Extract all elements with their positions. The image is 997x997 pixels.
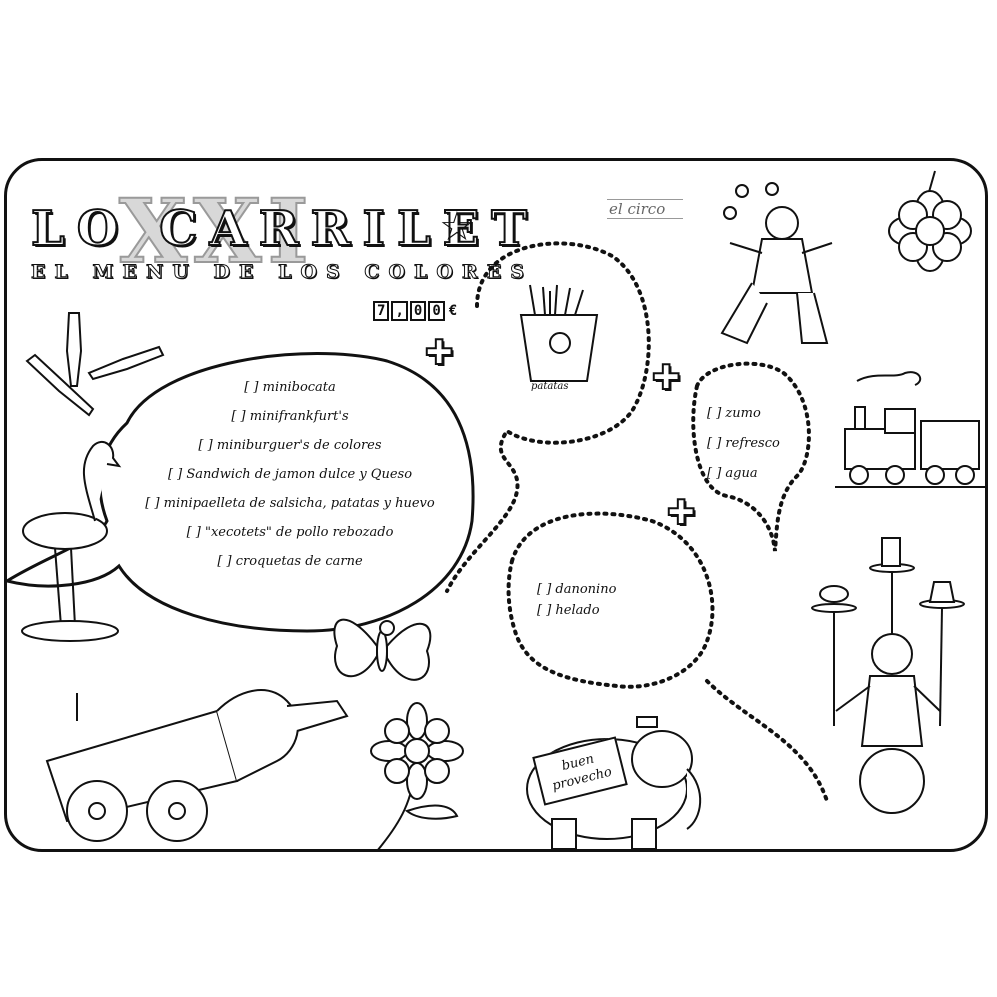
price-digit: 0 bbox=[409, 301, 427, 321]
watermark-xxi: XXI bbox=[118, 178, 315, 284]
menu-item[interactable]: [ ] croquetas de carne bbox=[217, 554, 363, 569]
menu-item[interactable]: [ ] miniburguer's de colores bbox=[198, 438, 382, 453]
drinks-list: [ ] zumo [ ] refresco [ ] agua bbox=[707, 399, 780, 489]
dotted-bubbles bbox=[445, 241, 829, 803]
menu-item[interactable]: [ ] "xecotets" de pollo rebozado bbox=[186, 525, 394, 540]
desserts-list: [ ] danonino [ ] helado bbox=[537, 579, 616, 621]
fries-bubble bbox=[445, 241, 651, 593]
page-title: LO CARRILET bbox=[30, 200, 540, 258]
clown-juggler-icon bbox=[720, 182, 833, 345]
main-menu-list: [ ] minibocata [ ] minifrankfurt's [ ] m… bbox=[105, 373, 475, 576]
fries-icon bbox=[519, 284, 599, 382]
menu-item[interactable]: [ ] Sandwich de jamon dulce y Queso bbox=[167, 467, 413, 482]
drink-item[interactable]: [ ] refresco bbox=[707, 436, 780, 451]
plus-icon: ✚ bbox=[666, 493, 696, 533]
drinks-bubble bbox=[691, 361, 811, 552]
flower-icon bbox=[888, 170, 972, 272]
price-tag: 7 , 0 0 € bbox=[373, 301, 460, 321]
placemat-board: XXI LO CARRILET ☆ EL MENU DE LOS COLORES… bbox=[4, 158, 988, 852]
page-subtitle: EL MENU DE LOS COLORES bbox=[31, 261, 533, 284]
price-digit: 0 bbox=[428, 301, 445, 321]
menu-item[interactable]: [ ] minibocata bbox=[244, 380, 336, 395]
juggling-pins-icon bbox=[25, 312, 165, 417]
dessert-item[interactable]: [ ] danonino bbox=[537, 582, 617, 597]
plus-icon: ✚ bbox=[651, 358, 681, 398]
cannon-icon bbox=[45, 689, 349, 842]
flamingo-icon bbox=[21, 440, 122, 642]
menu-item[interactable]: [ ] minifrankfurt's bbox=[231, 409, 349, 424]
currency-symbol: € bbox=[446, 303, 460, 319]
side-label: patatas bbox=[531, 381, 569, 392]
price-digit: 7 bbox=[373, 301, 390, 321]
clown-plates-icon bbox=[811, 537, 965, 814]
menu-item[interactable]: [ ] minipaelleta de salsicha, patatas y … bbox=[145, 496, 435, 511]
train-icon bbox=[835, 371, 985, 488]
star-icon: ☆ bbox=[439, 204, 475, 250]
drink-item[interactable]: [ ] agua bbox=[707, 466, 758, 481]
theme-label: el circo bbox=[607, 199, 684, 219]
butterfly-icon bbox=[333, 618, 432, 681]
flower-icon bbox=[370, 702, 464, 849]
dessert-item[interactable]: [ ] helado bbox=[537, 603, 600, 618]
plus-icon: ✚ bbox=[424, 333, 454, 373]
price-digit: , bbox=[391, 301, 408, 321]
desserts-bubble bbox=[506, 511, 715, 689]
drink-item[interactable]: [ ] zumo bbox=[707, 406, 761, 421]
dotted-trail bbox=[705, 679, 829, 803]
